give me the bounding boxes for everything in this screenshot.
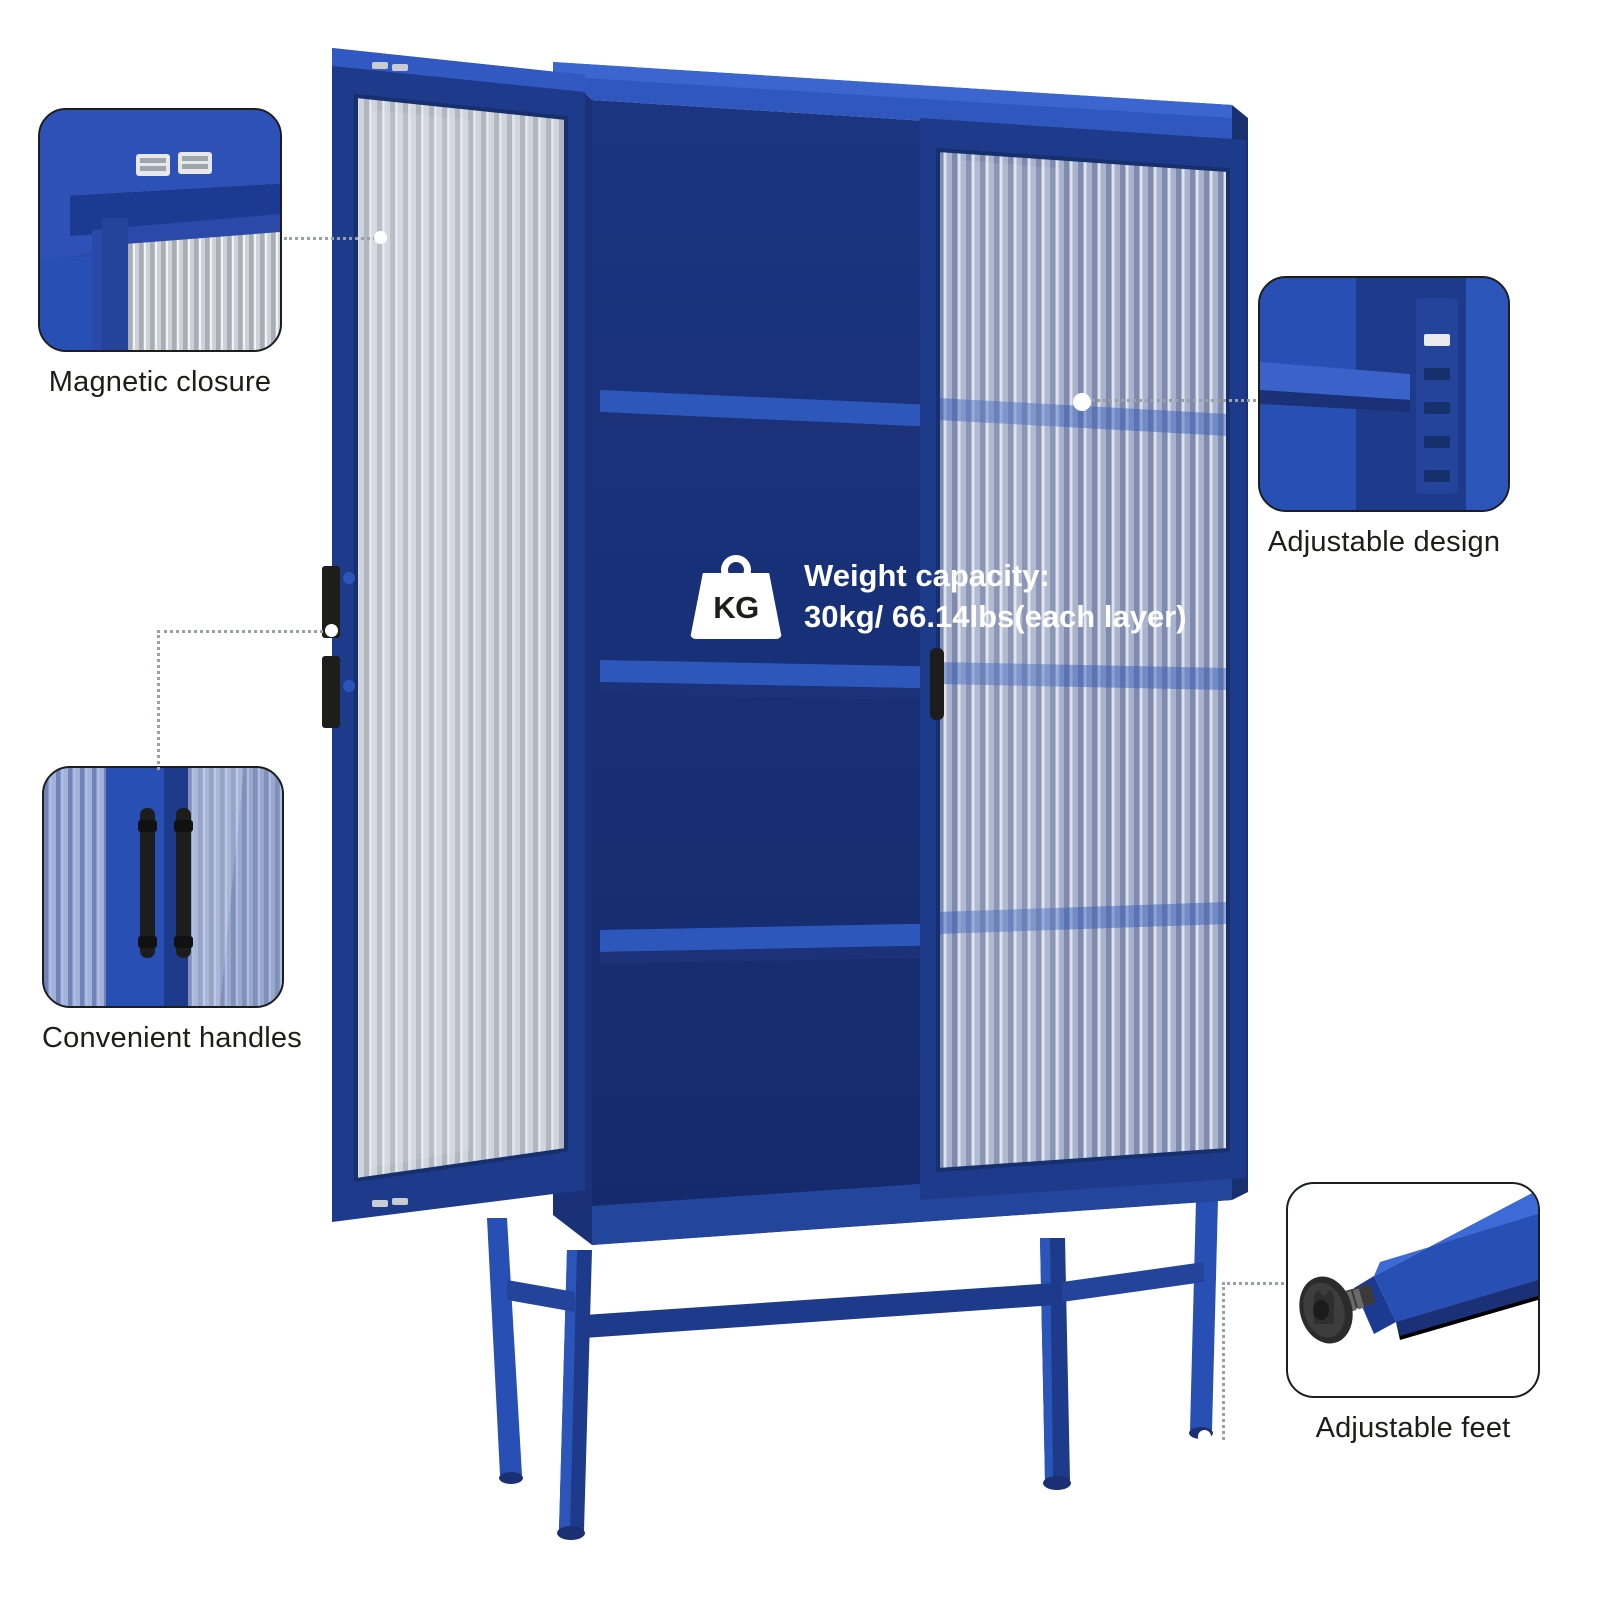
shelf-pin-anchor — [1073, 393, 1091, 411]
callout-convenient-handles: Convenient handles — [42, 766, 302, 1055]
leader-adjustable-feet-h — [1222, 1282, 1284, 1285]
convenient-handles-inset — [42, 766, 284, 1008]
adjustable-design-inset — [1258, 276, 1510, 512]
cabinet-right-fluted-door — [920, 118, 1246, 1200]
magnetic-closure-inset — [38, 108, 282, 352]
leader-adjustable-feet-v — [1222, 1282, 1225, 1440]
callout-label-adjustable-design: Adjustable design — [1267, 526, 1501, 558]
callout-adjustable-feet: Adjustable feet — [1286, 1182, 1540, 1445]
weight-capacity-line2: 30kg/ 66.14lbs(each layer) — [804, 599, 1187, 634]
leader-dot-adjustable-feet — [1198, 1430, 1211, 1443]
weight-capacity-text: Weight capacity: 30kg/ 66.14lbs(each lay… — [804, 556, 1187, 638]
callout-label-adjustable-feet: Adjustable feet — [1315, 1412, 1511, 1444]
leader-magnetic-closure — [284, 237, 376, 240]
callout-magnetic-closure: Magnetic closure — [38, 108, 282, 399]
leader-adjustable-design — [1092, 399, 1256, 402]
cabinet-base-frame — [487, 1200, 1218, 1540]
cabinet-open-left-door — [322, 48, 585, 1222]
adjustable-feet-inset — [1286, 1182, 1540, 1398]
callout-adjustable-design: Adjustable design — [1258, 276, 1510, 559]
leader-dot-magnetic-closure — [374, 231, 387, 244]
kg-icon-body — [690, 573, 782, 639]
weight-capacity-line1: Weight capacity: — [804, 558, 1050, 594]
leader-convenient-handles-v — [157, 630, 160, 770]
kg-weight-icon — [690, 555, 782, 639]
callout-label-magnetic-closure: Magnetic closure — [48, 366, 272, 398]
weight-capacity-overlay: Weight capacity: 30kg/ 66.14lbs(each lay… — [690, 555, 1187, 639]
callout-label-convenient-handles: Convenient handles — [42, 1022, 302, 1054]
leader-dot-convenient-handles — [325, 624, 338, 637]
leader-convenient-handles-h — [157, 630, 329, 633]
